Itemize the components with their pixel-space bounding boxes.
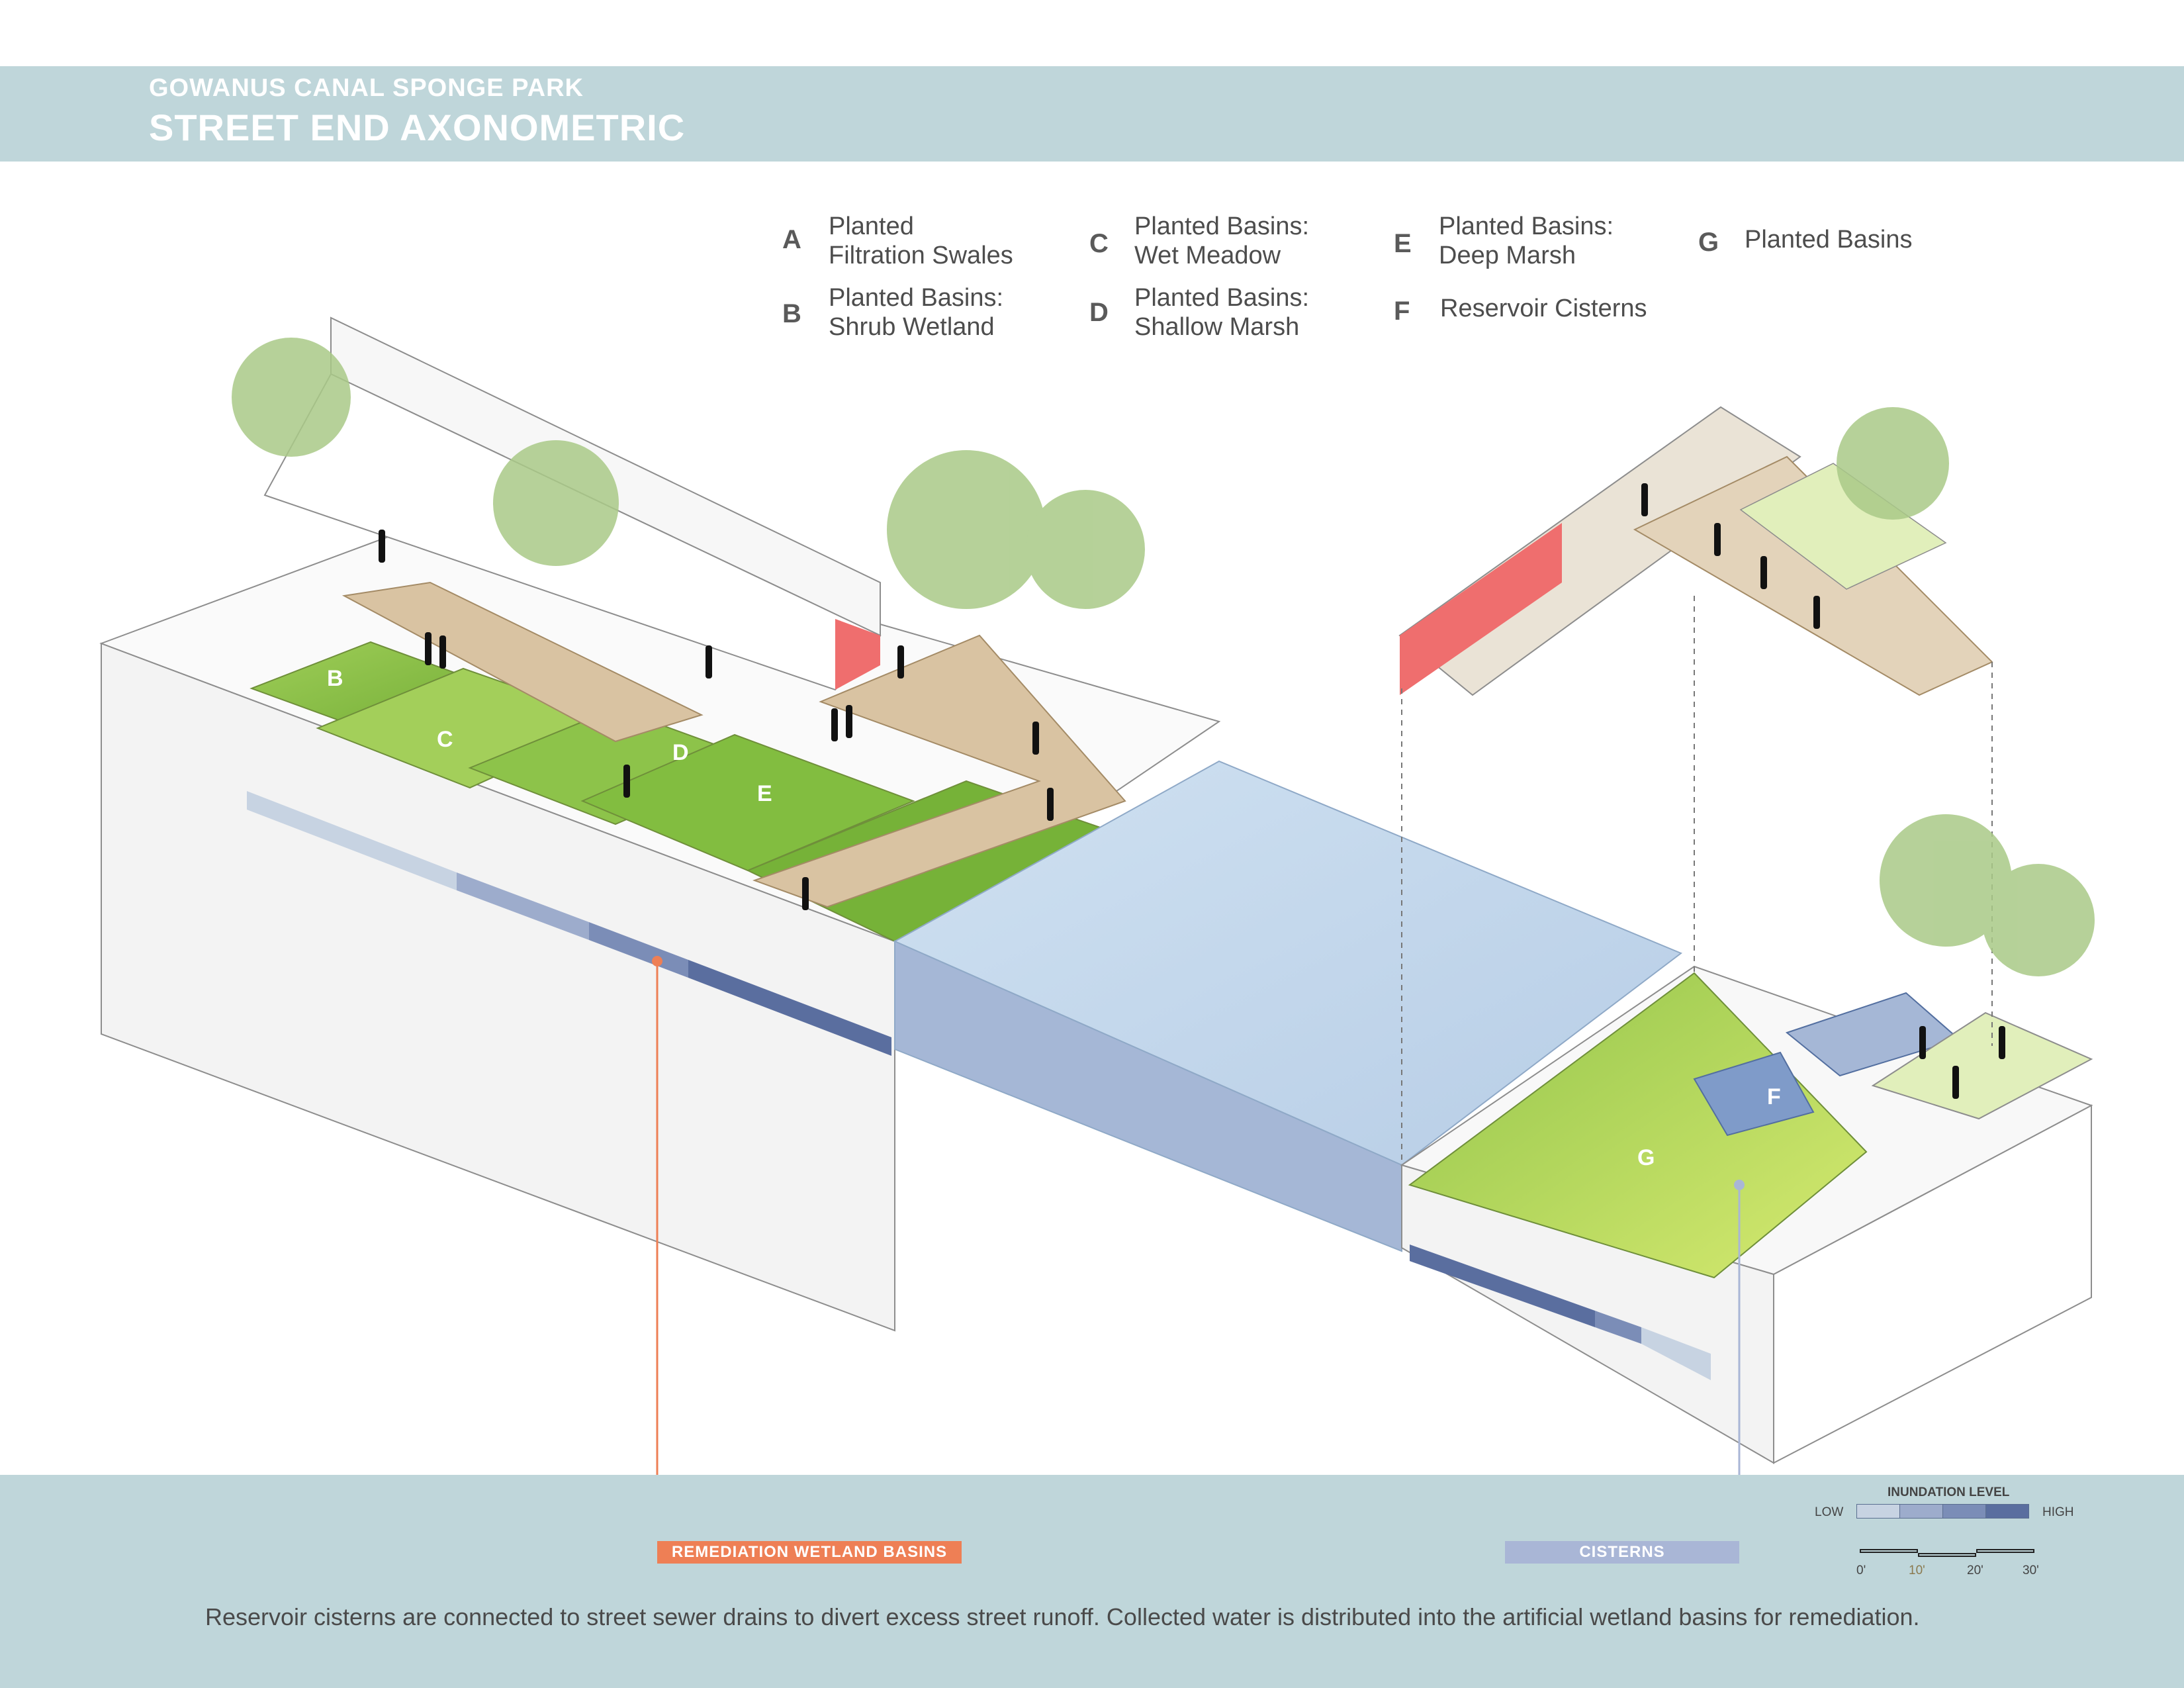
legend-text-c: Planted Basins: Wet Meadow: [1134, 212, 1310, 269]
inundation-strips: [247, 791, 1711, 1380]
callout-cisterns: CISTERNS: [1505, 1541, 1739, 1564]
tree-icons: [232, 338, 2095, 976]
diagram-title: STREET END AXONOMETRIC: [149, 107, 686, 148]
basin-label-g: G: [1637, 1145, 1655, 1170]
basin-label-f: F: [1767, 1084, 1781, 1109]
legend-text-e: Planted Basins: Deep Marsh: [1439, 212, 1614, 269]
legend-letter-a: A: [782, 225, 801, 254]
right-slab: [1400, 965, 2093, 1464]
wetland-basins: [250, 581, 1140, 943]
inundation-swatch-1: [1856, 1504, 1900, 1519]
axonometric-diagram: [99, 316, 2095, 1483]
legend-letter-e: E: [1394, 229, 1412, 258]
legend-text-f: Reservoir Cisterns: [1440, 295, 1647, 322]
people-icons: [379, 483, 2005, 1099]
scale-label-20: 20': [1967, 1564, 1983, 1577]
basin-label-e: E: [757, 781, 772, 806]
inundation-low-label: LOW: [1815, 1505, 1844, 1519]
inundation-swatch-2: [1899, 1504, 1943, 1519]
cistern-leader-dot: [1734, 1180, 1745, 1190]
scale-segment-1: [1860, 1549, 1918, 1553]
legend-letter-g: G: [1698, 228, 1719, 257]
scale-label-10: 10': [1909, 1564, 1925, 1577]
legend-letter-c: C: [1089, 229, 1109, 258]
scale-segment-2: [1918, 1553, 1976, 1557]
bottom-band: [0, 1475, 2184, 1688]
scale-label-0: 0': [1856, 1564, 1866, 1577]
caption: Reservoir cisterns are connected to stre…: [205, 1603, 1920, 1630]
legend-text-g: Planted Basins: [1745, 226, 1913, 254]
callout-wetland-basins: REMEDIATION WETLAND BASINS: [657, 1541, 962, 1564]
legend-letter-d: D: [1089, 298, 1109, 327]
inundation-title: INUNDATION LEVEL: [1888, 1485, 2010, 1499]
elevated-promenade: [1398, 406, 1993, 696]
canal-water: [893, 760, 1682, 1252]
legend-text-a: Planted Filtration Swales: [829, 212, 1013, 269]
callout-leaders: [656, 961, 1741, 1483]
basin-label-b: B: [327, 666, 343, 691]
legend-letter-b: B: [782, 299, 801, 328]
basin-label-c: C: [437, 727, 453, 752]
legend-text-b: Planted Basins: Shrub Wetland: [829, 284, 1004, 341]
scale-label-30: 30': [2023, 1564, 2039, 1577]
wetland-leader-dot: [652, 956, 662, 966]
project-subtitle: GOWANUS CANAL SPONGE PARK: [149, 74, 584, 102]
inundation-high-label: HIGH: [2042, 1505, 2074, 1519]
title-band: [0, 66, 2184, 162]
legend-text-d: Planted Basins: Shallow Marsh: [1134, 284, 1310, 341]
inundation-swatch-4: [1985, 1504, 2029, 1519]
scale-segment-3: [1976, 1549, 2034, 1553]
legend-letter-f: F: [1394, 297, 1410, 326]
inundation-swatch-3: [1942, 1504, 1986, 1519]
basin-label-d: D: [672, 740, 689, 765]
